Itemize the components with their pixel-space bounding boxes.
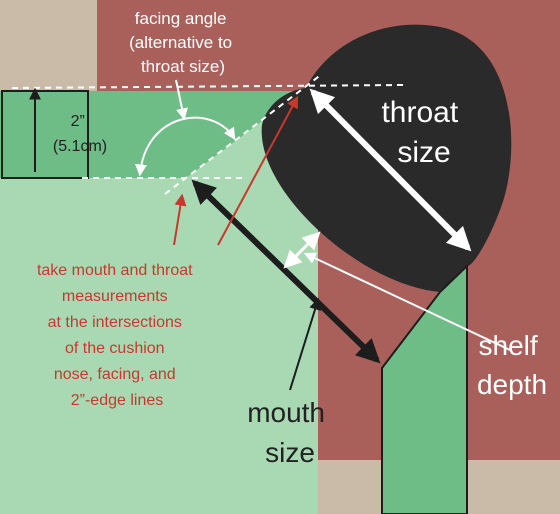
edge-box	[1, 90, 89, 179]
tan-corner-strip	[467, 460, 560, 514]
edge-height-label: 2” (5.1cm)	[53, 113, 107, 155]
shelf-depth-label: shelf depth	[477, 330, 547, 400]
throat-size-label: throat size	[381, 96, 466, 169]
facing-angle-pointer	[175, 79, 188, 121]
shelf-depth-arrow	[283, 231, 321, 269]
facing-angle-label: facing angle (alternative to throat size…	[129, 9, 237, 76]
mouth-size-arrow	[191, 179, 381, 364]
throat-size-arrow	[309, 88, 472, 252]
mouth-size-label: mouth size	[247, 397, 333, 468]
mouth-size-pointer	[289, 297, 321, 391]
red-pointer-throat	[217, 95, 299, 246]
red-pointer-mouth	[173, 193, 187, 246]
instruction-label: take mouth and throat measurements at th…	[37, 262, 197, 409]
shelf-depth-pointer	[303, 252, 511, 351]
shelf-side	[381, 263, 468, 514]
